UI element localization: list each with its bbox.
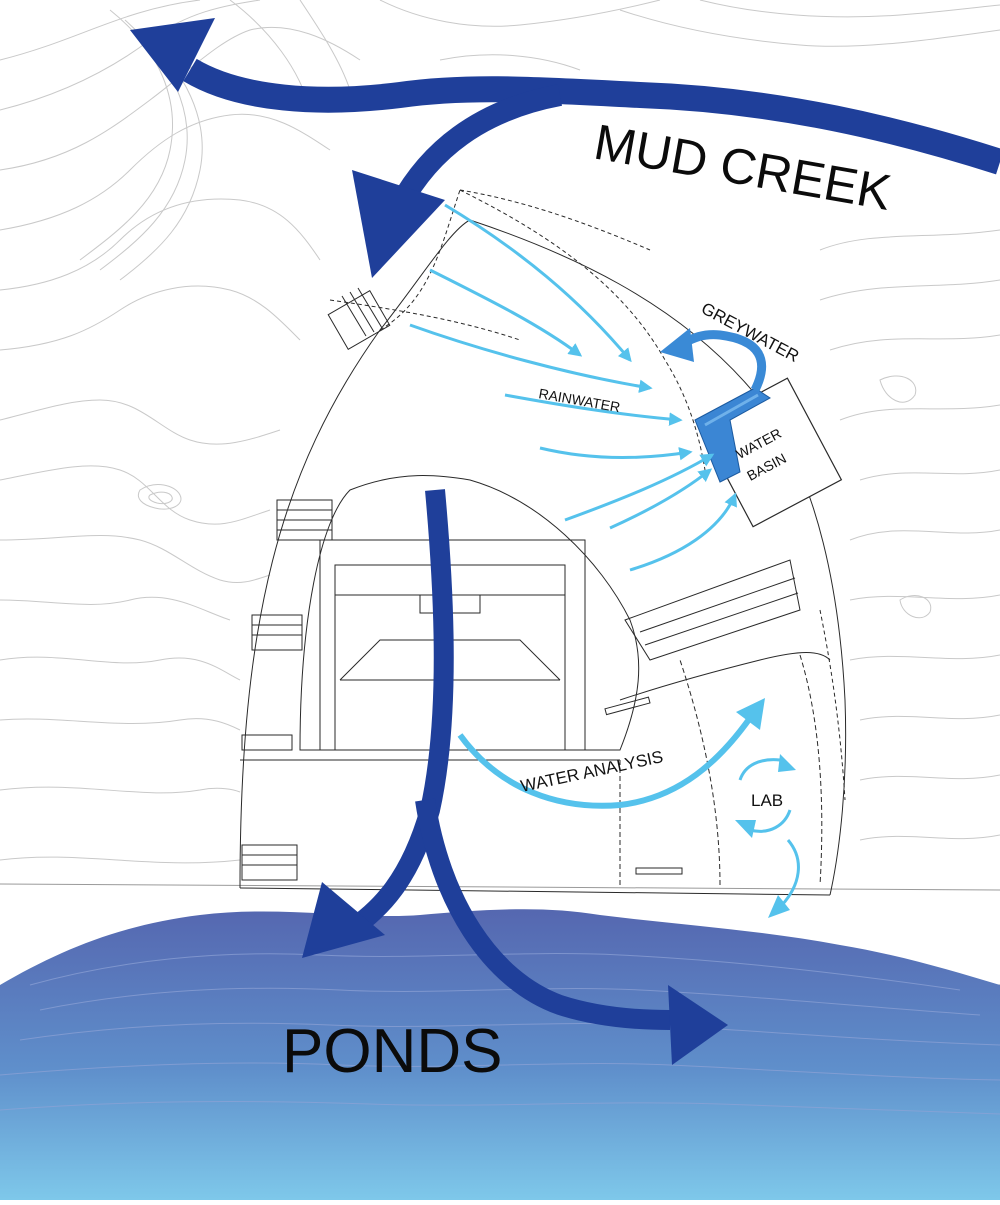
pond-flow-left [344,489,454,939]
pond-flow-right [415,798,671,1030]
greywater-arrowhead [660,328,694,362]
rain-arrow-1 [444,203,632,363]
lab-cycle-arrows [735,754,800,918]
mud-creek-site-arrowhead [352,170,445,278]
pond-flow-arrows [302,489,728,1065]
rainwater-arrows [409,203,737,572]
water-basin: WATER BASIN [694,377,843,528]
stairs-left [241,499,333,881]
mud-creek-north-arrowhead [130,18,215,92]
lab-label: LAB [751,791,783,810]
rain-arrow-4 [504,393,683,426]
stair-top-left [327,287,391,351]
rain-arrow-6 [564,453,715,522]
rain-arrow-7 [609,468,713,530]
ponds-label: PONDS [282,1017,502,1086]
building-plan [239,189,847,896]
topographic-contours [0,0,1000,864]
water-analysis-arrowhead [736,698,765,730]
rain-arrow-8 [629,492,737,572]
rain-arrow-2 [429,268,583,357]
rain-arrow-3 [409,323,653,393]
mud-creek-arrows [130,18,1000,278]
mud-creek-diversion-flow [390,84,563,211]
stairs-right [624,559,801,661]
pond-flow-right-arrowhead [668,985,728,1065]
rain-arrow-5 [539,446,693,461]
pond-flow-left-arrowhead [302,882,385,958]
water-analysis-arrow [457,716,753,809]
greywater-arrow [677,330,767,393]
ponds-water-body [0,909,1000,1200]
water-analysis-label: WATER ANALYSIS [519,747,665,796]
rainwater-label: RAINWATER [537,385,621,415]
